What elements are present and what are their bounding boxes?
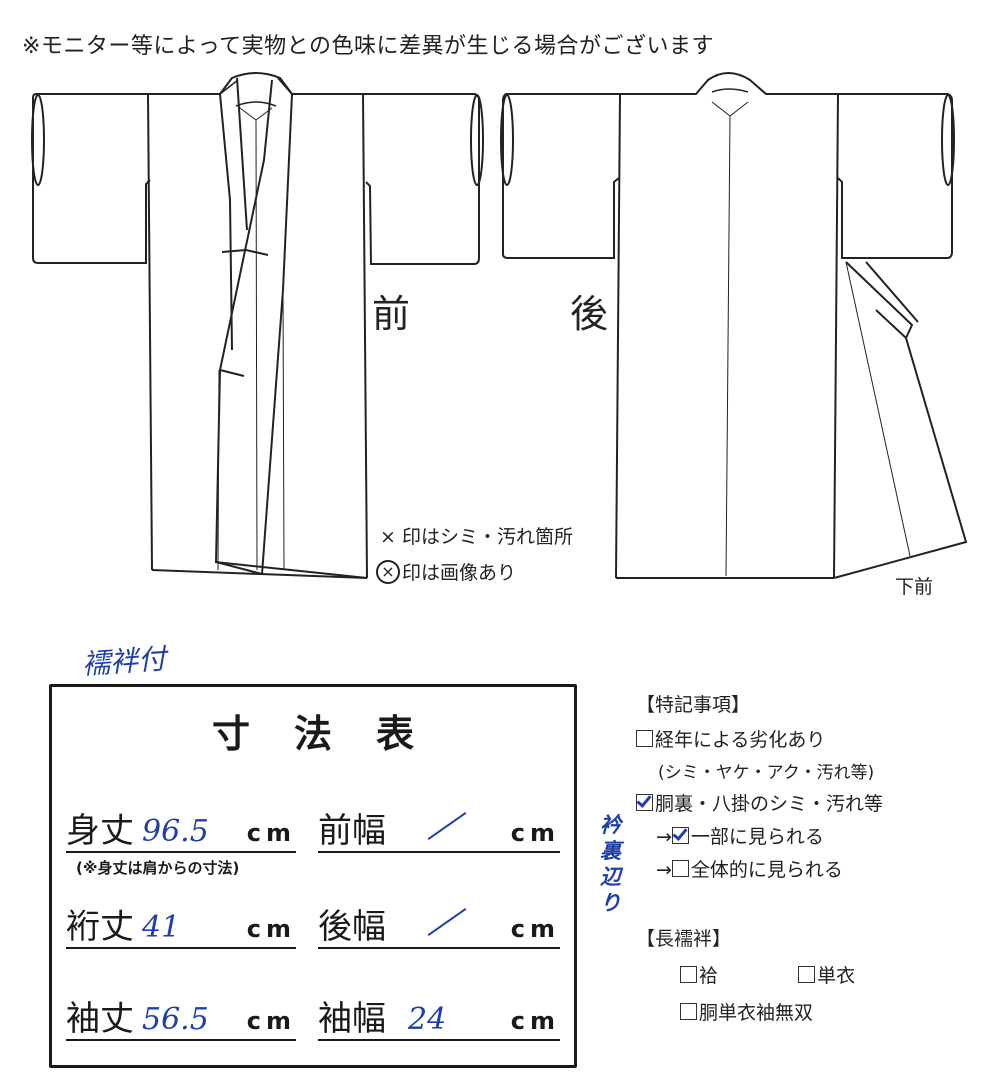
note-partial: → 一部に見られる	[656, 822, 883, 849]
value-ushirohaba	[394, 907, 511, 947]
size-table-title: 寸法表	[211, 712, 458, 756]
option-awase: 袷	[699, 965, 719, 987]
size-table: 寸法表 身丈 96.5 cm (※身丈は肩からの寸法) 前幅 cm 裄丈 41 …	[49, 684, 577, 1068]
under-front-label: 下前	[895, 576, 934, 598]
front-label: 前	[372, 292, 411, 336]
handwritten-collar-lining-note: 衿裏 辺り	[600, 812, 621, 915]
long-juban-row2: 胴単衣袖無双	[680, 998, 883, 1025]
row-sodetake: 袖丈 56.5 cm	[66, 993, 296, 1041]
value-sodetake: 56.5	[142, 1002, 209, 1037]
blank-slash-mark	[427, 811, 467, 841]
special-notes: 【特記事項】 経年による劣化あり (シミ・ヤケ・アク・汚れ等) 胴裏・八掛のシミ…	[636, 690, 883, 1025]
option-hitoe: 単衣	[817, 965, 856, 987]
arrow-icon: →	[656, 859, 672, 881]
blank-slash-mark	[427, 907, 467, 937]
checkbox-overall[interactable]	[671, 860, 689, 877]
note-aging-label: 経年による劣化あり	[655, 729, 826, 751]
note-lining-stain: 胴裏・八掛のシミ・汚れ等	[636, 789, 883, 816]
row-ushirohaba: 後幅 cm	[318, 901, 560, 949]
long-juban-heading: 【長襦袢】	[636, 928, 732, 950]
kimono-back-drawing	[500, 72, 968, 579]
row-maehaba: 前幅 cm	[318, 805, 560, 853]
unit-cm: cm	[246, 819, 296, 847]
value-maehaba	[394, 811, 511, 851]
row-yukitake: 裄丈 41 cm	[66, 901, 296, 949]
checkbox-partial[interactable]	[671, 827, 689, 844]
monitor-color-notice: ※モニター等によって実物との色味に差異が生じる場合がございます	[22, 34, 714, 59]
legend-image-text: 印は画像あり	[402, 562, 517, 584]
note-aging-detail: (シミ・ヤケ・アク・汚れ等)	[658, 763, 875, 783]
unit-cm: cm	[510, 819, 560, 847]
label-yukitake: 裄丈	[66, 907, 134, 947]
row-sodehaba: 袖幅 24 cm	[318, 993, 560, 1041]
label-maehaba: 前幅	[318, 811, 386, 851]
note-overall: → 全体的に見られる	[656, 855, 883, 882]
checkbox-dou-hitoe[interactable]	[680, 1003, 697, 1020]
label-ushirohaba: 後幅	[318, 907, 386, 947]
mitake-note: (※身丈は肩からの寸法)	[76, 859, 240, 877]
kimono-front-drawing	[31, 72, 484, 579]
note-lining-stain-label: 胴裏・八掛のシミ・汚れ等	[655, 793, 884, 815]
unit-cm: cm	[510, 915, 560, 943]
legend-stain: × 印はシミ・汚れ箇所	[380, 526, 573, 548]
handwritten-juban-included: 襦袢付	[81, 642, 168, 681]
note-aging: 経年による劣化あり	[636, 725, 883, 752]
value-yukitake: 41	[142, 910, 181, 945]
checkbox-awase[interactable]	[680, 966, 697, 983]
unit-cm: cm	[246, 915, 296, 943]
value-mitake: 96.5	[142, 814, 209, 849]
checkbox-hitoe[interactable]	[798, 966, 816, 983]
unit-cm: cm	[510, 1007, 560, 1035]
option-dou-hitoe: 胴単衣袖無双	[699, 1002, 814, 1024]
checkbox-aging[interactable]	[636, 730, 653, 747]
label-sodehaba: 袖幅	[318, 999, 386, 1039]
note-partial-label: 一部に見られる	[690, 826, 824, 848]
kimono-diagram	[31, 72, 968, 579]
arrow-icon: →	[656, 826, 672, 848]
row-mitake: 身丈 96.5 cm	[66, 805, 296, 853]
label-mitake: 身丈	[66, 811, 134, 851]
special-notes-heading: 【特記事項】	[636, 694, 751, 716]
back-label: 後	[570, 292, 609, 336]
value-sodehaba: 24	[408, 1002, 447, 1037]
circled-x-icon: ×	[376, 559, 400, 584]
long-juban-row1: 袷 単衣	[680, 961, 883, 988]
label-sodetake: 袖丈	[66, 999, 134, 1039]
unit-cm: cm	[246, 1007, 296, 1035]
note-overall-label: 全体的に見られる	[690, 859, 843, 881]
checkbox-lining-stain[interactable]	[636, 794, 653, 811]
legend-image: × 印は画像あり	[376, 558, 516, 585]
